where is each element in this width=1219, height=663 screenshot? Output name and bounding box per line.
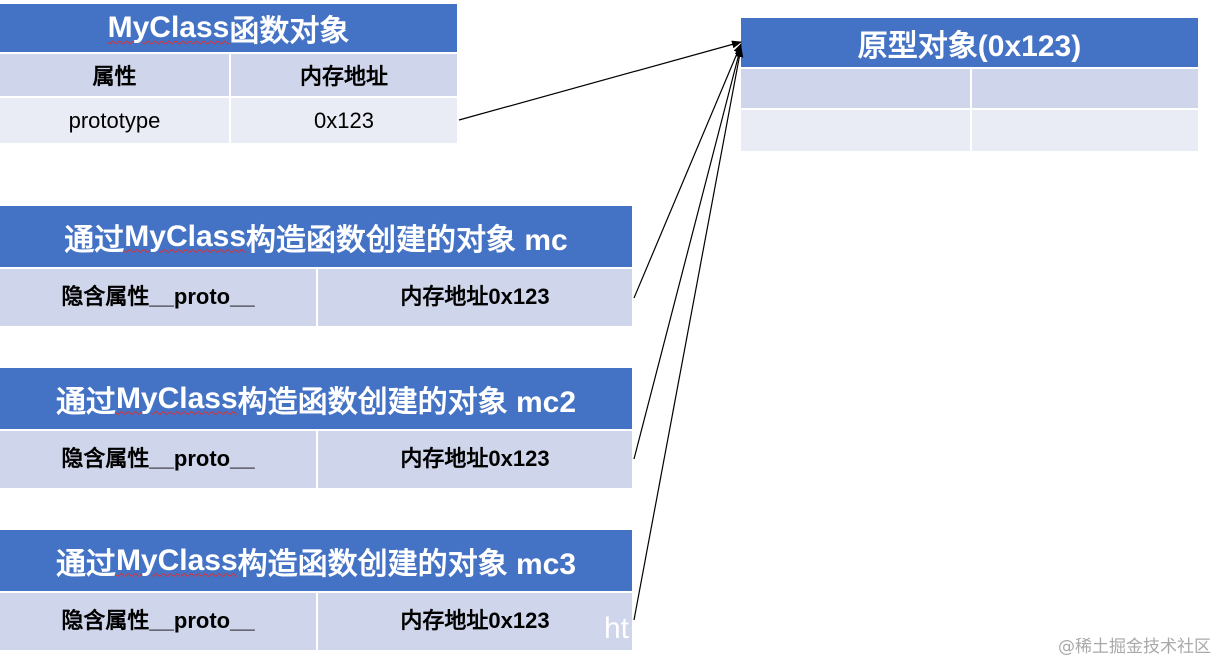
instance-mc3-proto-cell: 隐含属性__proto__ [61,608,255,633]
instance-mc2-proto-cell: 隐含属性__proto__ [61,446,255,471]
instance-mc2-title-class: MyClass [115,381,238,415]
instance-mc2-title-suffix: 构造函数创建的对象 mc2 [237,385,577,419]
arrow-prototype-to-object [458,40,742,121]
myclass-prototype-cell: prototype [68,107,161,133]
myclass-address-cell: 0x123 [229,98,457,143]
prototype-object-table: 原型对象(0x123) [741,18,1198,151]
instance-mc-title-class: MyClass [124,219,247,253]
instance-mc-address-cell: 内存地址0x123 [316,269,632,326]
arrow-mc-to-prototype [633,43,742,299]
instance-mc3-title-prefix: 通过 [55,547,116,581]
prototype-row-2 [741,110,1198,151]
arrow-mc3-to-prototype [633,47,744,621]
instance-mc-title-suffix: 构造函数创建的对象 mc [246,223,568,257]
instance-mc-row: 隐含属性__proto__ 内存地址0x123 [0,269,632,326]
instance-mc2-title-prefix: 通过 [55,385,116,419]
myclass-title-class: MyClass [107,11,230,44]
overlay-text: ht [604,612,630,645]
arrow-mc2-to-prototype [633,45,743,460]
myclass-header-address: 内存地址 [229,54,457,96]
instance-mc-proto-cell: 隐含属性__proto__ [61,284,255,309]
myclass-data-row: prototype 0x123 [0,98,457,143]
myclass-header-row: 属性 内存地址 [0,54,457,98]
myclass-header-attr: 属性 [92,64,137,89]
instance-mc-title-prefix: 通过 [64,223,125,257]
prototype-row-2-cell-2 [970,110,1198,151]
instance-mc2-address-cell: 内存地址0x123 [316,431,632,488]
instance-mc3-address-cell: 内存地址0x123 [316,593,632,650]
prototype-row-1-cell-2 [970,69,1198,108]
instance-mc3-row: 隐含属性__proto__ 内存地址0x123 [0,593,632,650]
instance-mc3-title-class: MyClass [115,543,238,577]
prototype-object-title: 原型对象(0x123) [741,18,1198,69]
instance-mc3-title-suffix: 构造函数创建的对象 mc3 [237,547,577,581]
prototype-row-1 [741,69,1198,110]
myclass-title-suffix: 函数对象 [229,15,350,48]
instance-mc2-row: 隐含属性__proto__ 内存地址0x123 [0,431,632,488]
watermark: @稀土掘金技术社区 [1058,637,1211,657]
